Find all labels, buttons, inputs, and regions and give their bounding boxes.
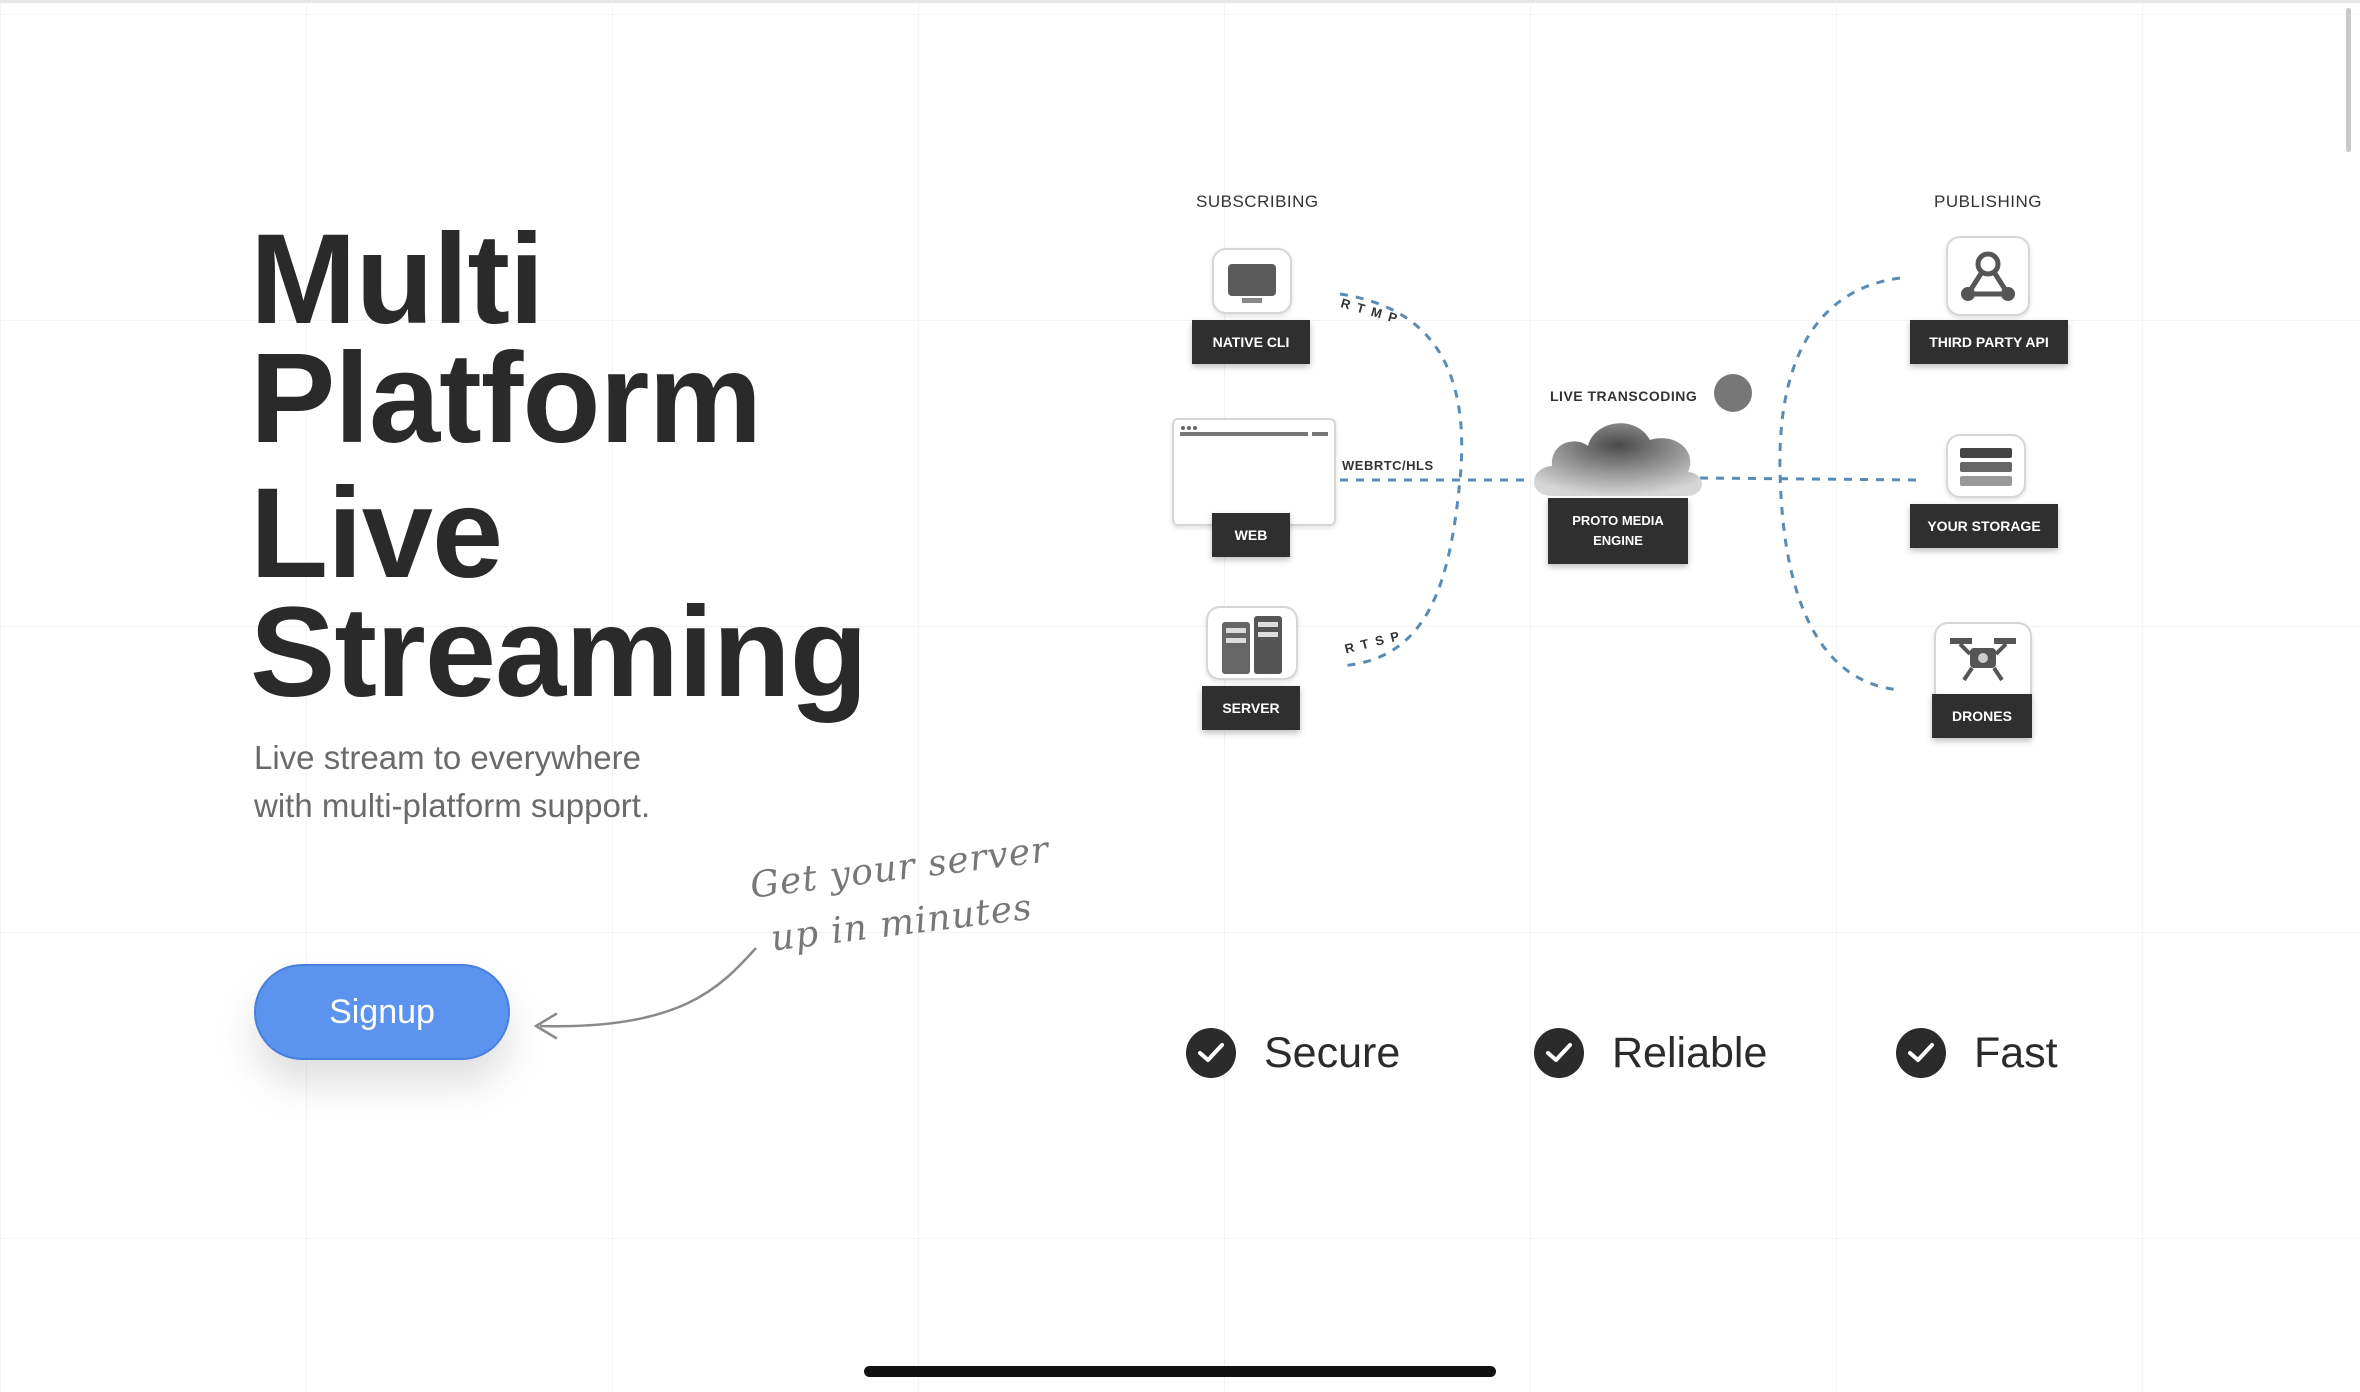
- headline-line: Live: [250, 462, 503, 606]
- feature-reliable: Reliable: [1534, 1028, 1767, 1078]
- subtitle-line: Live stream to everywhere: [254, 739, 641, 776]
- monitor-icon: [1212, 248, 1292, 314]
- headline-line: Multi: [250, 208, 545, 351]
- connection-lines: [1339, 276, 1921, 692]
- signup-button[interactable]: Signup: [254, 964, 510, 1060]
- cloud-icon: [1534, 423, 1703, 496]
- feature-label: Reliable: [1612, 1028, 1768, 1077]
- server-node[interactable]: SERVER: [1202, 686, 1300, 730]
- top-border: [0, 0, 2360, 3]
- engine-label-line: PROTO MEDIA: [1572, 513, 1664, 528]
- architecture-diagram: SUBSCRIBING PUBLISHING NATIVE CLI WEB SE…: [1150, 170, 2120, 790]
- feature-secure: Secure: [1186, 1028, 1400, 1078]
- third-party-api-node[interactable]: THIRD PARTY API: [1910, 320, 2068, 364]
- feature-fast: Fast: [1896, 1028, 2058, 1078]
- publishing-title: PUBLISHING: [1934, 192, 2042, 211]
- web-node[interactable]: WEB: [1212, 513, 1290, 557]
- webhook-icon: [1946, 236, 2030, 316]
- subtitle-line: with multi-platform support.: [254, 787, 651, 824]
- checkmark-icon: [1534, 1028, 1584, 1078]
- storage-icon: [1946, 434, 2026, 498]
- feature-label: Fast: [1974, 1028, 2058, 1077]
- drones-node[interactable]: DRONES: [1932, 694, 2032, 738]
- checkmark-icon: [1186, 1028, 1236, 1078]
- feature-label: Secure: [1264, 1028, 1401, 1077]
- headline-line: Platform: [250, 327, 762, 471]
- home-indicator[interactable]: [864, 1366, 1496, 1377]
- live-transcoding-title: LIVE TRANSCODING: [1550, 388, 1698, 404]
- scrollbar[interactable]: [2346, 8, 2351, 152]
- proto-media-engine-node[interactable]: PROTO MEDIA ENGINE: [1548, 498, 1688, 564]
- subscribing-title: SUBSCRIBING: [1196, 192, 1319, 211]
- hero-subtitle: Live stream to everywhere with multi-pla…: [254, 734, 650, 830]
- checkmark-icon: [1896, 1028, 1946, 1078]
- browser-window-icon: [1172, 418, 1336, 526]
- headline-line: Streaming: [250, 581, 868, 725]
- handwritten-annotation: Get your server up in minutes: [748, 829, 1057, 1035]
- hero-headline: Multi Platform Live Streaming: [250, 208, 868, 725]
- server-rack-icon: [1206, 606, 1298, 680]
- native-cli-node[interactable]: NATIVE CLI: [1192, 320, 1310, 364]
- webrtc-hls-label: WEBRTC/HLS: [1342, 458, 1434, 473]
- engine-label-line: ENGINE: [1593, 533, 1643, 548]
- your-storage-node[interactable]: YOUR STORAGE: [1910, 504, 2058, 548]
- drone-icon: [1934, 622, 2032, 706]
- status-dot: [1714, 374, 1752, 412]
- curved-arrow-icon: [533, 947, 757, 1040]
